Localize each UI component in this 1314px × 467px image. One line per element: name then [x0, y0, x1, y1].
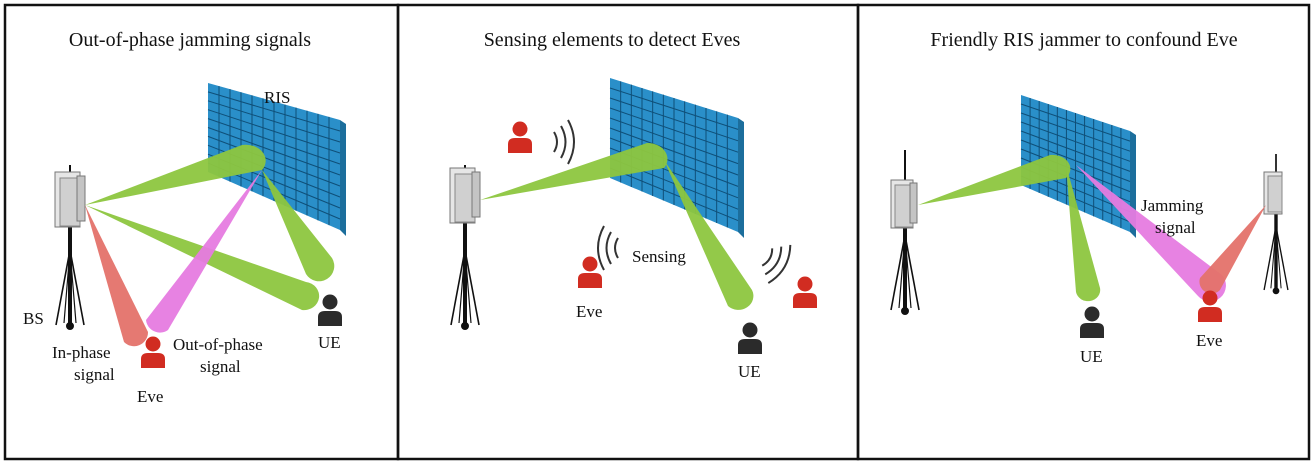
- ris-grid: [1020, 98, 1131, 229]
- user-icon: [318, 294, 342, 326]
- ris-grid-line: [1020, 175, 1131, 223]
- base-station-tower: [889, 148, 921, 317]
- ris-grid-line: [609, 97, 739, 142]
- sensing-label: Sensing: [632, 247, 686, 266]
- panel-frame-1: [3, 3, 400, 461]
- panel-1: Out-of-phase jamming signals RIS UE Eve: [23, 29, 346, 406]
- ris-grid-line: [1020, 112, 1131, 152]
- eve-label: Eve: [1196, 331, 1222, 350]
- panel-1-title: Out-of-phase jamming signals: [69, 29, 311, 51]
- ue-label: UE: [1080, 347, 1103, 366]
- beam-ris-to-ue: [262, 170, 335, 282]
- ris-grid-line: [207, 91, 341, 132]
- sensing-wave-icon: [761, 244, 792, 284]
- ris-grid-line: [609, 117, 739, 165]
- beam-jammer-to-eve: [1199, 205, 1266, 294]
- jamming-label-2: signal: [1155, 218, 1196, 237]
- bs-label: BS: [23, 309, 44, 328]
- ris-grid-line: [609, 127, 739, 176]
- sensing-wave-icon: [597, 225, 619, 271]
- ris-side: [738, 118, 744, 238]
- ris-grid-line: [207, 127, 341, 176]
- beam-bs-to-ris: [918, 154, 1071, 205]
- jammer-antenna: [1263, 171, 1283, 215]
- panel-3: Friendly RIS jammer to confound Eve: [889, 29, 1290, 366]
- ris-grid-line: [1020, 103, 1131, 142]
- in-phase-label-1: In-phase: [52, 343, 111, 362]
- eavesdropper-icon: [508, 121, 532, 153]
- jamming-label-1: Jamming: [1141, 196, 1204, 215]
- beam-ris-to-ue: [664, 160, 754, 310]
- beam-out-of-phase: [146, 170, 262, 333]
- panel-2: Sensing elements to detect Eves Sensin: [449, 29, 817, 381]
- beam-ris-to-ue: [1066, 165, 1101, 302]
- ris-grid-line: [1020, 139, 1131, 182]
- beam-bs-to-ris: [85, 144, 266, 205]
- ris-side: [340, 120, 346, 236]
- ris-grid-line: [207, 118, 341, 165]
- eavesdropper-icon: [578, 256, 602, 288]
- ris-label: RIS: [264, 88, 290, 107]
- base-station-antenna: [449, 167, 481, 224]
- user-icon: [1080, 306, 1104, 338]
- in-phase-label-2: signal: [74, 365, 115, 384]
- out-phase-label-1: Out-of-phase: [173, 335, 263, 354]
- eve-label: Eve: [576, 302, 602, 321]
- beam-bs-to-ris: [480, 142, 668, 200]
- sensing-wave-icon: [553, 119, 575, 165]
- out-phase-label-2: signal: [200, 357, 241, 376]
- eavesdropper-icon: [793, 276, 817, 308]
- beam-in-phase: [85, 205, 149, 347]
- base-station-antenna: [890, 179, 918, 229]
- eve-label: Eve: [137, 387, 163, 406]
- ris-panel: [1020, 95, 1136, 238]
- ris-grid-line: [1020, 130, 1131, 172]
- ris-grid-line: [609, 87, 739, 130]
- beam-jamming: [1076, 165, 1226, 302]
- ue-label: UE: [318, 333, 341, 352]
- ris-grid-line: [609, 107, 739, 153]
- ris-grid-line: [609, 137, 739, 187]
- ris-grid-line: [1020, 148, 1131, 193]
- ris-grid-line: [1020, 121, 1131, 162]
- base-station-antenna: [54, 171, 86, 228]
- ris-grid-line: [207, 100, 341, 143]
- panel-2-title: Sensing elements to detect Eves: [484, 29, 741, 51]
- panel-frame-3: [856, 3, 1311, 461]
- ue-label: UE: [738, 362, 761, 381]
- panel-3-title: Friendly RIS jammer to confound Eve: [930, 29, 1237, 51]
- ris-grid-line: [207, 109, 341, 154]
- user-icon: [738, 322, 762, 354]
- ris-grid-line: [207, 135, 341, 187]
- ris-grid-line: [609, 167, 739, 222]
